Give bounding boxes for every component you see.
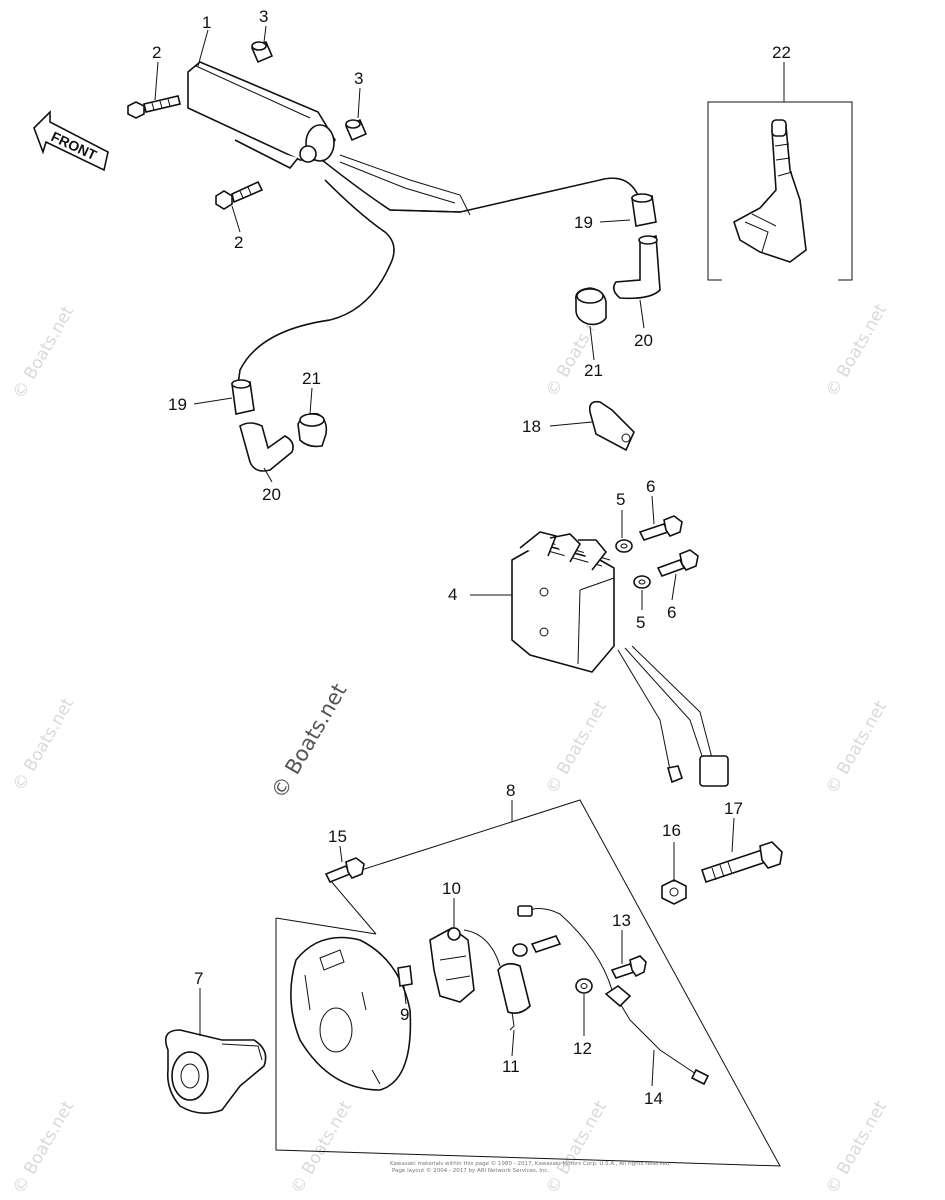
washer-upper-part — [615, 539, 633, 553]
callout-7: 7 — [194, 969, 203, 988]
front-arrow-label: FRONT — [49, 128, 100, 163]
callout-5: 5 — [616, 490, 625, 509]
callout-6: 6 — [646, 477, 655, 496]
callout-3: 3 — [259, 7, 268, 26]
grommet-left-part — [297, 412, 328, 448]
watermark-group: © Boats.net © Boats.net © Boats.net © Bo… — [9, 300, 891, 1197]
callout-16: 16 — [662, 821, 681, 840]
front-arrow-icon: FRONT — [33, 110, 109, 172]
lead-screw-part — [610, 955, 647, 979]
callout-17: 17 — [724, 799, 743, 818]
breaker-screw-part — [512, 935, 562, 957]
part-8-bracket — [275, 799, 781, 1167]
coil-bolt-lower-part — [215, 180, 264, 210]
watermark-text: © Boats.net — [9, 1097, 78, 1197]
condenser-part — [463, 929, 531, 1031]
callout-3: 3 — [354, 69, 363, 88]
callout-4: 4 — [448, 585, 457, 604]
callout-13: 13 — [612, 911, 631, 930]
callout-6: 6 — [667, 603, 676, 622]
regulator-rectifier-part — [511, 531, 729, 787]
watermark-text: © Boats.net — [542, 1097, 611, 1197]
watermark-text: © Boats.net — [822, 697, 891, 797]
callout-15: 15 — [328, 827, 347, 846]
callout-11: 11 — [502, 1057, 520, 1076]
plug-cap-elbow-right-part — [612, 234, 661, 300]
callout-1: 1 — [202, 13, 211, 32]
callout-labels: 1 2 2 3 3 4 5 5 6 6 7 8 9 10 11 12 13 14… — [152, 7, 791, 1108]
plug-cap-elbow-left-part — [239, 422, 294, 472]
callout-14: 14 — [644, 1089, 663, 1108]
callout-9: 9 — [400, 1005, 409, 1024]
watermark-text: © Boats.net — [9, 302, 78, 402]
callout-8: 8 — [506, 781, 515, 800]
grommet-right-part — [574, 287, 607, 326]
watermark-center-text: © Boats.net — [267, 680, 352, 803]
high-tension-lead-part — [237, 154, 641, 386]
spark-plug-cap-part — [733, 119, 807, 263]
callout-2: 2 — [152, 43, 161, 62]
rotor-part — [164, 1029, 267, 1114]
plug-cap-cover-right-part — [631, 193, 657, 227]
watermark-text: © Boats.net — [822, 1097, 891, 1197]
callout-18: 18 — [522, 417, 541, 436]
plug-cap-cover-left-part — [231, 379, 255, 415]
callout-19: 19 — [168, 395, 187, 414]
callout-19: 19 — [574, 213, 593, 232]
callout-12: 12 — [573, 1039, 592, 1058]
breaker-washer-part — [575, 978, 593, 994]
regulator-bolt-upper-part — [638, 515, 683, 541]
leader-lines — [154, 25, 785, 1087]
callout-2: 2 — [234, 233, 243, 252]
hex-nut-part — [661, 879, 687, 905]
callout-20: 20 — [262, 485, 281, 504]
felt-part — [397, 965, 413, 987]
long-bolt-part — [700, 841, 783, 884]
collar-lower-part — [344, 118, 368, 142]
regulator-bolt-lower-part — [656, 549, 699, 577]
copyright-line-1: Kawasaki materials within this page © 19… — [390, 1160, 672, 1167]
stator-plate-part — [290, 936, 412, 1091]
coil-bolt-upper-part — [127, 95, 181, 119]
ignition-coil-part — [187, 61, 336, 170]
callout-22: 22 — [772, 43, 791, 62]
callout-5: 5 — [636, 613, 645, 632]
contact-breaker-part — [429, 927, 475, 1003]
copyright-footer: Kawasaki materials within this page © 19… — [390, 1160, 672, 1174]
callout-21: 21 — [302, 369, 321, 388]
watermark-text: © Boats.net — [9, 694, 78, 794]
clamp-part — [588, 400, 635, 452]
lead-wire-part — [517, 905, 710, 1086]
callout-20: 20 — [634, 331, 653, 350]
callout-21: 21 — [584, 361, 603, 380]
stator-screw-part — [324, 857, 365, 884]
watermark-text: © Boats.net — [287, 1097, 356, 1197]
watermark-text: © Boats.net — [822, 300, 891, 400]
washer-lower-part — [633, 575, 651, 589]
watermark-text: © Boats.net — [542, 697, 611, 797]
part-22-bracket — [707, 101, 853, 281]
copyright-line-2: Page layout © 2004 - 2017 by ARI Network… — [392, 1167, 549, 1174]
collar-upper-part — [250, 40, 274, 64]
callout-10: 10 — [442, 879, 461, 898]
